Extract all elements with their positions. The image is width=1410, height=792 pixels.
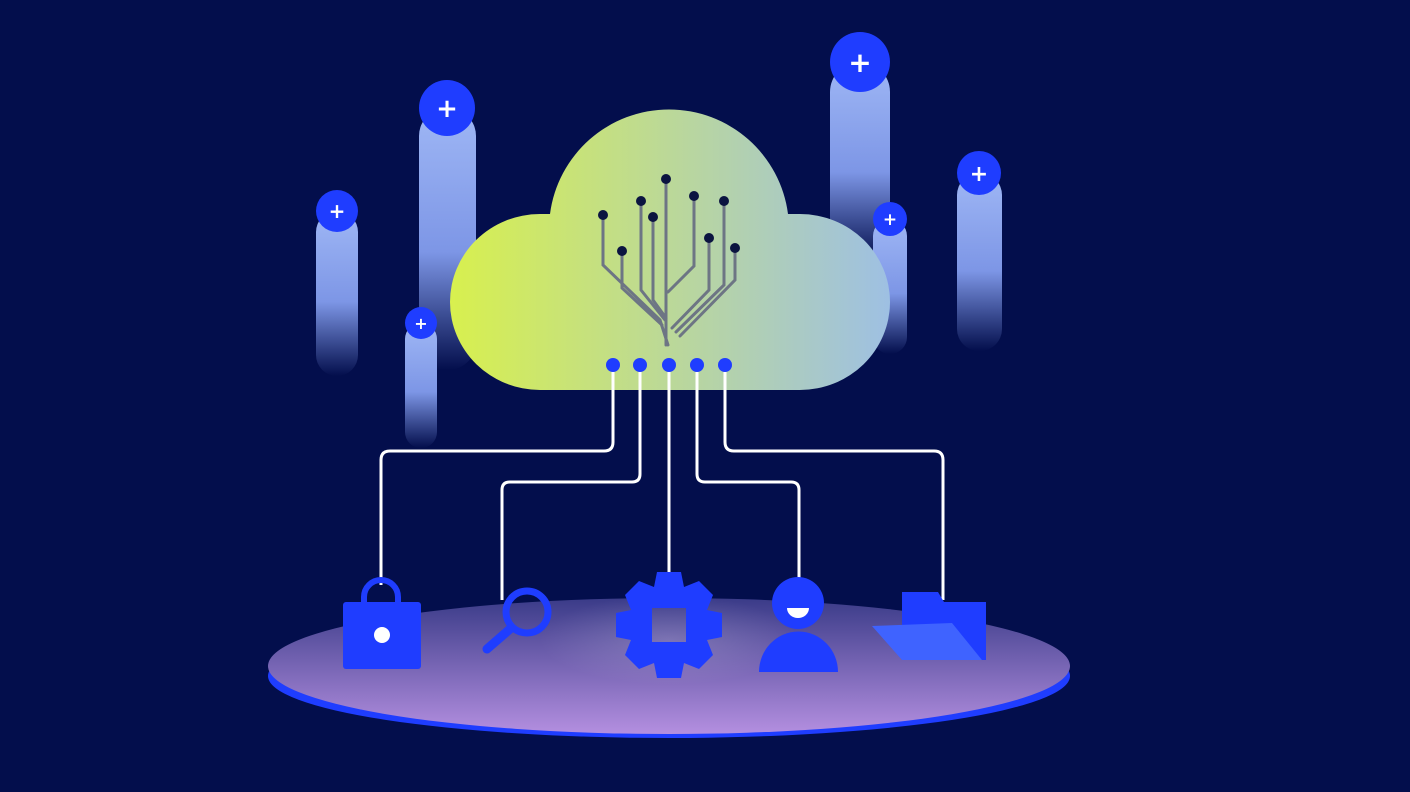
pill-1: + (316, 190, 358, 376)
circuit-tree-icon (598, 174, 740, 347)
plus-icon: + (414, 314, 427, 333)
gear-icon (616, 572, 722, 678)
connection-lines (379, 372, 945, 600)
connection-dots (606, 358, 732, 372)
plus-bubble-4 (830, 32, 890, 92)
plus-icon: + (329, 199, 346, 223)
plus-bubble-1 (316, 190, 358, 232)
plus-bubble-3 (405, 307, 437, 339)
pill-3: + (405, 307, 437, 448)
plus-bubble-5 (873, 202, 907, 236)
plus-bubble-2 (419, 80, 475, 136)
pill-6: + (957, 151, 1002, 351)
plus-icon: + (970, 162, 988, 187)
plus-bubble-6 (957, 151, 1001, 195)
floating-pills: + + + + + + (316, 32, 1002, 448)
plus-icon: + (848, 46, 871, 79)
plus-icon: + (436, 94, 458, 124)
folder-icon (872, 592, 986, 660)
user-icon (759, 577, 838, 672)
cloud-icon (450, 109, 890, 390)
lock-icon (343, 577, 421, 669)
search-icon (482, 587, 552, 654)
plus-icon: + (883, 210, 897, 230)
